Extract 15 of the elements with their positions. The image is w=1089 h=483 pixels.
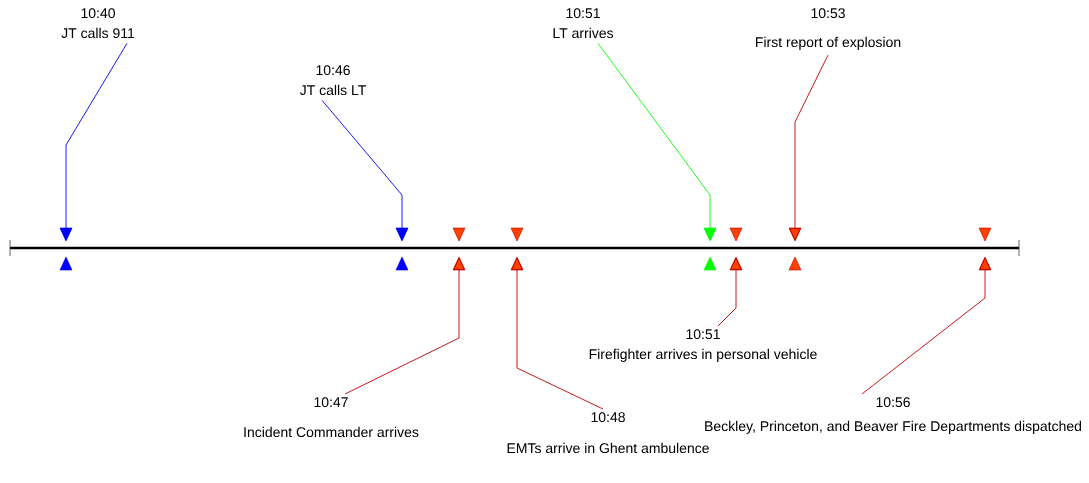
leader-line xyxy=(321,99,408,241)
leader-line xyxy=(511,257,604,410)
leader-line xyxy=(717,257,742,327)
event-label: 10:47 Incident Commander arrives xyxy=(244,397,419,438)
leader-line xyxy=(60,42,128,241)
leader-line xyxy=(861,257,991,395)
event-label: 10:53 First report of explosion xyxy=(756,8,901,50)
event-label: 10:56 Beckley, Princeton, and Beaver Fire Departments dispatched xyxy=(705,397,1081,434)
event-label: 10:40 JT calls 911 xyxy=(61,8,135,39)
leader-line xyxy=(597,42,716,241)
leader-line xyxy=(344,257,465,395)
event-label: 10:51 LT arrives xyxy=(553,8,614,39)
event-label: 10:46 JT calls LT xyxy=(299,65,366,96)
event-label: 10:51 Firefighter arrives in personal vehicle xyxy=(589,329,817,362)
leader-line xyxy=(789,54,829,241)
